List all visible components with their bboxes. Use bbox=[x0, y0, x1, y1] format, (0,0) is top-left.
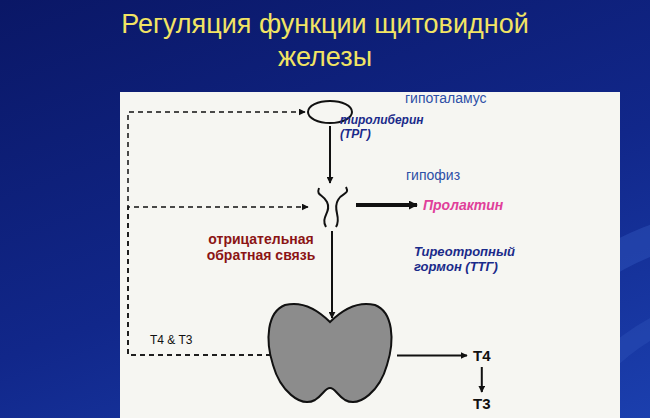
thyroid-gland-outline bbox=[265, 300, 395, 410]
hormone-text: T4 bbox=[470, 346, 494, 365]
arrow bbox=[397, 355, 467, 357]
organ-label: гипоталамус bbox=[405, 90, 487, 106]
pituitary-symbol-outline bbox=[310, 185, 354, 229]
prolactin-text: Пролактин bbox=[420, 196, 506, 214]
node-text: Пролактин bbox=[420, 196, 506, 214]
edge-label: тиролиберин (ТРГ) bbox=[340, 113, 422, 141]
thyroid-gland bbox=[265, 300, 395, 410]
arrow bbox=[329, 126, 331, 183]
organ-label: гипофиз bbox=[406, 167, 460, 183]
arrow bbox=[356, 203, 417, 207]
edge-label: T4 & T3 bbox=[150, 333, 210, 347]
slide-title: Регуляция функции щитовидной железы bbox=[95, 8, 555, 74]
hormone-text: T3 bbox=[470, 394, 494, 413]
node-text: T4 bbox=[470, 346, 494, 365]
arrow bbox=[481, 367, 483, 392]
arrow bbox=[331, 231, 333, 318]
node-text: T3 bbox=[470, 394, 494, 413]
edge-label: Тиреотропный гормон (ТТГ) bbox=[414, 244, 532, 274]
pituitary-symbol: гипофиз bbox=[310, 185, 354, 229]
note-label: отрицательная обратная связь bbox=[196, 231, 326, 263]
